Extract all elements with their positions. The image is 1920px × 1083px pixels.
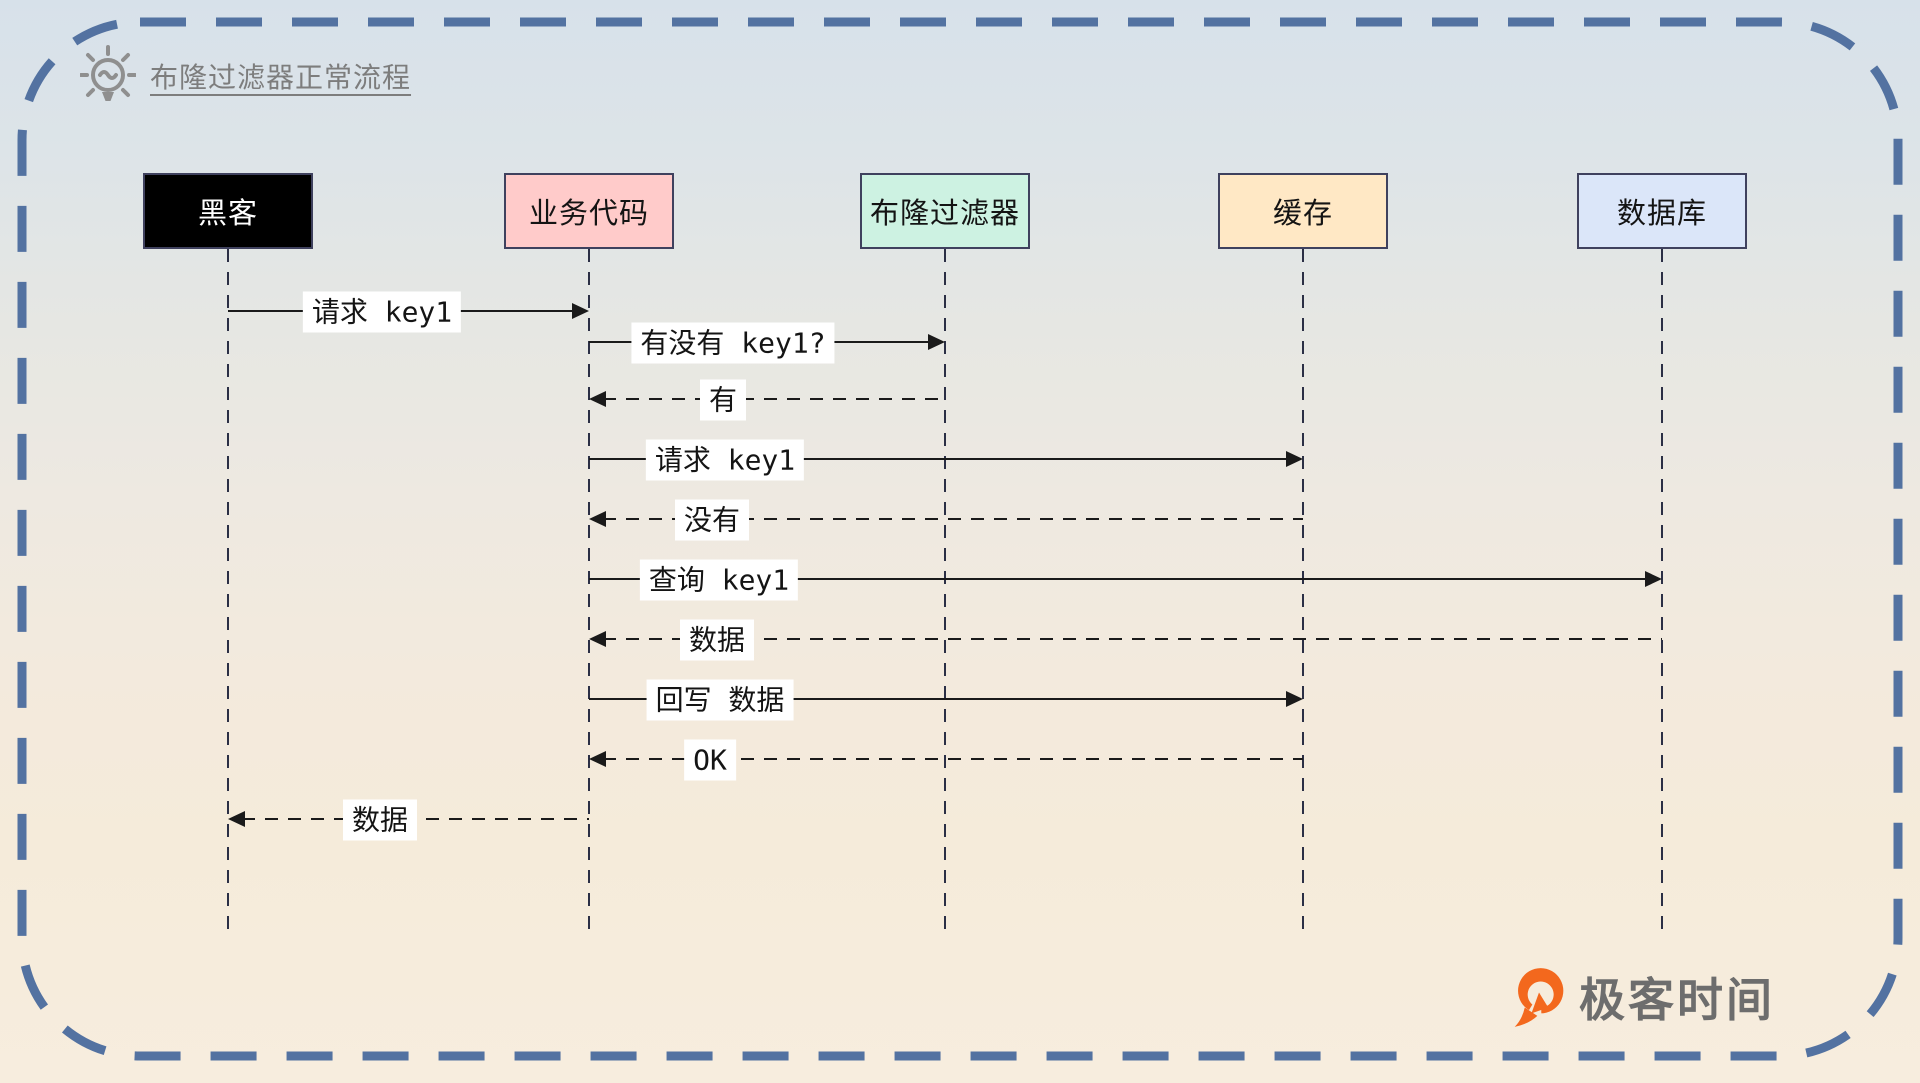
arrowhead-7 bbox=[589, 631, 606, 647]
lifeline-bloom-filter bbox=[943, 249, 947, 932]
lifeline-database bbox=[1660, 249, 1664, 932]
message-label-2: 有没有 key1? bbox=[631, 322, 835, 364]
geektime-logo-text: 极客时间 bbox=[1579, 974, 1775, 1026]
message-line-5 bbox=[603, 517, 1303, 521]
actor-label: 黑客 bbox=[197, 198, 258, 230]
arrowhead-3 bbox=[589, 391, 606, 407]
title-row: 布隆过滤器正常流程 bbox=[80, 44, 411, 108]
arrowhead-5 bbox=[589, 511, 606, 527]
arrowhead-1 bbox=[572, 303, 589, 319]
message-label-10: 数据 bbox=[342, 799, 418, 841]
message-line-7 bbox=[603, 637, 1662, 641]
arrowhead-6 bbox=[1645, 571, 1662, 587]
dashed-border bbox=[17, 17, 1903, 1061]
message-line-6 bbox=[589, 577, 1648, 581]
message-label-4: 请求 key1 bbox=[645, 439, 805, 481]
actor-database: 数据库 bbox=[1577, 173, 1747, 249]
lifeline-hacker bbox=[226, 249, 230, 932]
diagram-title: 布隆过滤器正常流程 bbox=[150, 62, 412, 93]
message-line-3 bbox=[603, 397, 945, 401]
message-label-1: 请求 key1 bbox=[302, 291, 462, 333]
arrowhead-2 bbox=[928, 334, 945, 350]
message-line-9 bbox=[603, 757, 1303, 761]
message-label-8: 回写 数据 bbox=[646, 679, 794, 721]
geektime-logo-icon bbox=[1514, 968, 1564, 1027]
arrowhead-4 bbox=[1286, 451, 1303, 467]
arrowhead-8 bbox=[1286, 691, 1303, 707]
actor-label: 缓存 bbox=[1272, 198, 1333, 230]
lifeline-cache bbox=[1301, 249, 1305, 932]
actor-hacker: 黑客 bbox=[143, 173, 313, 249]
message-line-4 bbox=[589, 457, 1289, 461]
logo-ring bbox=[1518, 968, 1564, 1014]
message-label-9: OK bbox=[684, 739, 736, 781]
lightbulb-base bbox=[102, 92, 114, 101]
message-label-3: 有 bbox=[699, 379, 747, 421]
message-line-8 bbox=[589, 697, 1289, 701]
actor-label: 布隆过滤器 bbox=[869, 198, 1020, 230]
actor-business-code: 业务代码 bbox=[504, 173, 674, 249]
lightbulb-icon bbox=[80, 45, 136, 101]
message-label-6: 查询 key1 bbox=[639, 559, 799, 601]
message-label-7: 数据 bbox=[679, 619, 755, 661]
message-label-5: 没有 bbox=[674, 499, 750, 541]
lifeline-business-code bbox=[587, 249, 591, 932]
actor-label: 数据库 bbox=[1616, 198, 1707, 230]
arrowhead-9 bbox=[589, 751, 606, 767]
logo-arrow bbox=[1531, 992, 1549, 1014]
actor-cache: 缓存 bbox=[1218, 173, 1388, 249]
arrowhead-10 bbox=[228, 811, 245, 827]
geektime-logo: 极客时间 bbox=[1513, 966, 1775, 1034]
actor-label: 业务代码 bbox=[528, 198, 649, 230]
logo-tail bbox=[1514, 1007, 1538, 1027]
actor-bloom-filter: 布隆过滤器 bbox=[860, 173, 1030, 249]
